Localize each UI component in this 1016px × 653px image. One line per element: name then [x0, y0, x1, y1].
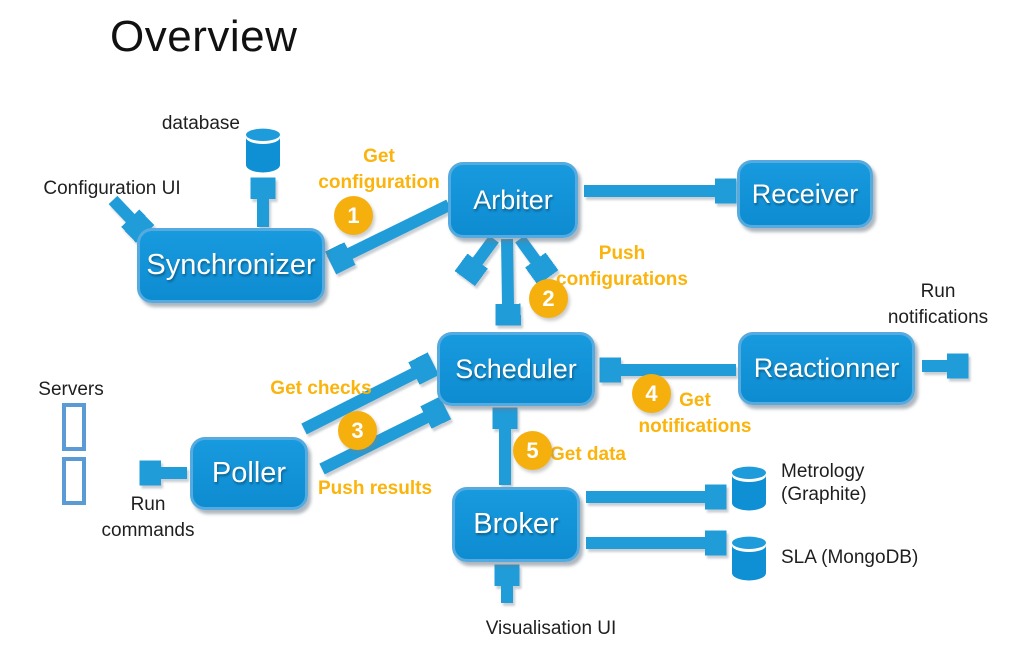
- node-reactionner-label: Reactionner: [753, 353, 900, 383]
- node-arbiter-label: Arbiter: [473, 184, 553, 215]
- label-run-commands: Run commands: [102, 492, 195, 544]
- arrow-arbiter-down-right: [515, 235, 536, 261]
- label-push-results: Push results: [317, 478, 433, 499]
- node-reactionner: Reactionner: [738, 332, 915, 405]
- label-get-data: Get data: [549, 444, 627, 465]
- step-badge-3: 3: [338, 411, 377, 450]
- label-get-notifications-line1: Get: [679, 390, 711, 411]
- label-sla: SLA (MongoDB): [781, 547, 919, 568]
- arrow-configui-to-synchronizer: [108, 195, 131, 219]
- node-synchronizer: Synchronizer: [137, 228, 325, 303]
- step-badge-1: 1: [334, 196, 373, 235]
- label-get-checks: Get checks: [270, 378, 372, 399]
- node-broker-label: Broker: [473, 508, 559, 540]
- label-run-notifications: Run notifications: [888, 279, 988, 331]
- server-icon: [62, 403, 86, 451]
- arrow-poller-push-results: [319, 417, 427, 475]
- arrow-arbiter-to-synchronizer: [349, 199, 452, 254]
- node-receiver-label: Receiver: [751, 178, 859, 209]
- node-poller: Poller: [190, 437, 308, 510]
- label-get-configuration-line1: Get: [363, 146, 395, 167]
- step-badge-2: 2: [529, 279, 568, 318]
- label-get-notifications: Get notifications: [639, 388, 752, 440]
- node-receiver: Receiver: [737, 160, 873, 228]
- label-servers: Servers: [38, 379, 104, 400]
- node-broker: Broker: [452, 487, 580, 562]
- arrow-poller-get-checks: [301, 373, 415, 435]
- label-push-configurations: Push configurations: [556, 241, 688, 293]
- step-badge-4: 4: [632, 374, 671, 413]
- label-metrology-line2: (Graphite): [781, 484, 867, 505]
- label-run-commands-line2: commands: [101, 520, 195, 541]
- label-push-configurations-line2: configurations: [556, 269, 688, 290]
- arrow-arbiter-down-left: [477, 235, 499, 262]
- sla-database-icon: [732, 536, 766, 581]
- label-get-notifications-line2: notifications: [638, 416, 752, 437]
- label-run-notifications-line2: notifications: [887, 307, 989, 328]
- metrology-database-icon: [732, 466, 766, 511]
- label-run-notifications-line1: Run: [920, 281, 956, 302]
- arrow-arbiter-to-scheduler: [507, 238, 508, 305]
- label-database: database: [161, 113, 240, 134]
- node-synchronizer-label: Synchronizer: [146, 249, 316, 281]
- label-get-configuration: Get configuration: [318, 144, 439, 196]
- label-metrology-line1: Metrology: [781, 461, 865, 482]
- label-metrology: Metrology (Graphite): [781, 460, 867, 506]
- label-push-configurations-line1: Push: [598, 243, 646, 264]
- server-icon: [62, 457, 86, 505]
- step-badge-5: 5: [513, 431, 552, 470]
- label-run-commands-line1: Run: [130, 494, 166, 515]
- node-arbiter: Arbiter: [448, 162, 578, 238]
- label-visualisation-ui: Visualisation UI: [485, 618, 617, 639]
- label-get-configuration-line2: configuration: [318, 172, 440, 193]
- database-icon: [246, 128, 280, 173]
- page-title: Overview: [110, 12, 298, 61]
- label-configuration-ui: Configuration UI: [43, 178, 181, 199]
- node-scheduler-label: Scheduler: [455, 353, 577, 384]
- node-poller-label: Poller: [211, 457, 287, 489]
- node-scheduler: Scheduler: [437, 332, 595, 406]
